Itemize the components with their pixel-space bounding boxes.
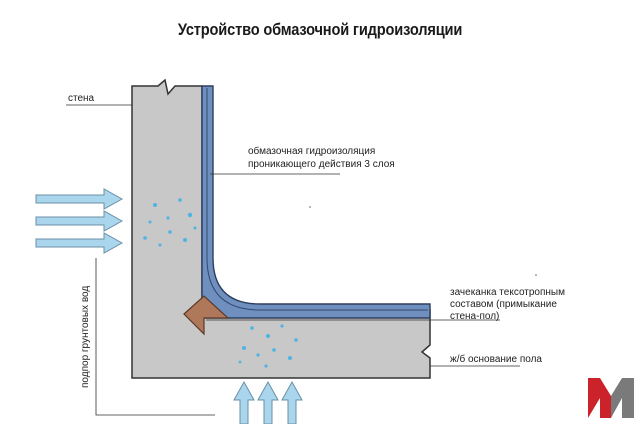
arrow-icon <box>233 380 255 424</box>
label-floor-base: ж/б основание пола <box>450 353 542 365</box>
arrow-icon <box>35 188 124 210</box>
dot <box>535 274 537 276</box>
bottom-water-arrows <box>233 380 303 424</box>
label-caulk-3: стена-пол) <box>450 311 499 322</box>
label-coating-1: обмазочная гидроизоляция <box>248 145 375 157</box>
m-logo-icon <box>588 378 634 418</box>
arrow-icon <box>281 380 303 424</box>
label-coating-2: проникающего действия 3 слоя <box>248 159 395 170</box>
water-bubbles-floor <box>238 324 298 368</box>
waterproofing-coating-layer <box>201 85 431 319</box>
left-water-arrows <box>35 188 124 254</box>
dot <box>309 206 311 208</box>
arrow-icon <box>257 380 279 424</box>
arrow-icon <box>35 232 124 254</box>
concrete-wall-and-floor <box>131 78 431 379</box>
arrow-icon <box>35 210 124 232</box>
label-caulk-1: зачеканка тексотропным <box>450 287 565 298</box>
leader-lines <box>66 104 520 416</box>
label-caulk-2: составом (примыкание <box>450 299 557 310</box>
label-wall: стена <box>68 93 95 104</box>
diagram-title: Устройство обмазочной гидроизоляции <box>177 20 463 39</box>
label-groundwater: подпор грунтовых вод <box>80 286 91 388</box>
coating-inner-line <box>206 88 428 311</box>
caulk-fillet <box>183 295 230 336</box>
water-bubbles-wall <box>143 198 197 247</box>
